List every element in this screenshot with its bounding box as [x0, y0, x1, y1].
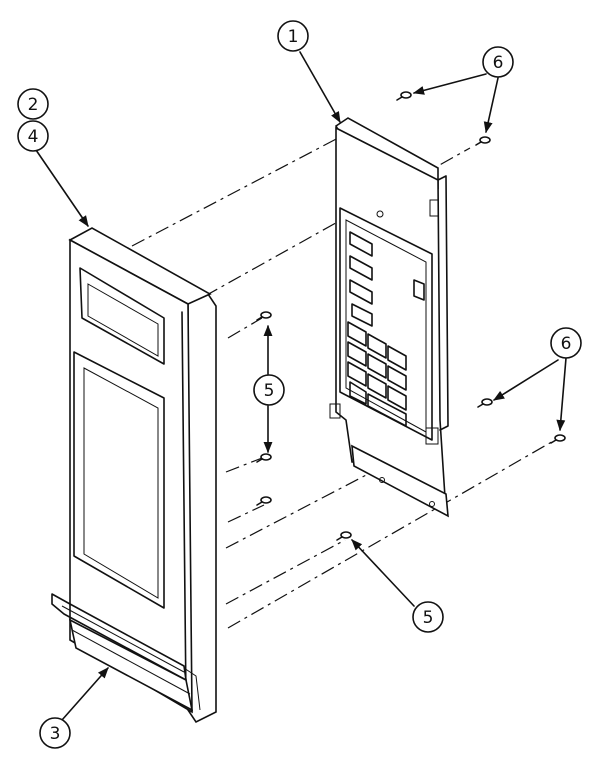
callout-1-label: 1 [288, 27, 299, 47]
control-panel-frame [51, 227, 217, 724]
screw-6-top-right-icon [475, 136, 491, 146]
leader-lines [35, 51, 567, 721]
callout-6-right: 6 [550, 327, 582, 359]
lower-trim-piece [68, 618, 201, 712]
callout-6-top: 6 [482, 46, 514, 78]
screw-6-right-upper-icon [477, 398, 493, 408]
screw-5-bottom-icon [336, 531, 352, 541]
callout-4: 4 [17, 120, 49, 152]
callout-2-label: 2 [28, 95, 39, 115]
callout-3-label: 3 [50, 724, 61, 744]
callout-3: 3 [39, 717, 71, 749]
callout-6-right-label: 6 [561, 334, 572, 354]
callout-6-top-label: 6 [493, 53, 504, 73]
screw-5-lower-icon [256, 496, 272, 506]
callout-1: 1 [277, 20, 309, 52]
callout-5-lower-label: 5 [423, 608, 434, 628]
callout-4-label: 4 [28, 127, 39, 147]
callout-5-upper-label: 5 [264, 381, 275, 401]
callout-5-upper: 5 [253, 374, 285, 406]
screw-5-upper-icon [256, 311, 272, 321]
screw-6-right-lower-icon [550, 434, 566, 444]
screws [256, 91, 566, 541]
callout-2: 2 [17, 88, 49, 120]
screw-5-middle-icon [256, 453, 272, 463]
callout-5-lower: 5 [412, 601, 444, 633]
screw-6-top-left-icon [396, 91, 412, 101]
control-board-bracket [329, 117, 449, 518]
